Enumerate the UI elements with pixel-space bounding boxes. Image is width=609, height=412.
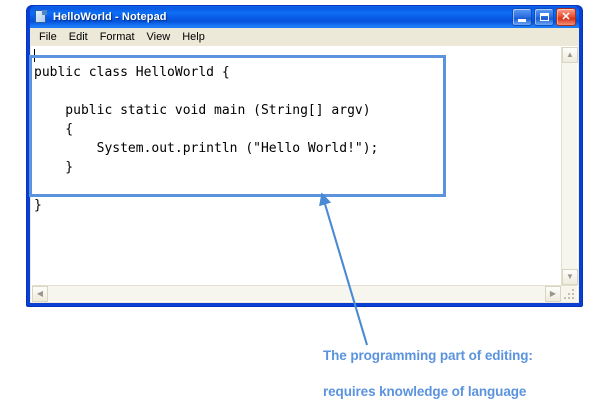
title-bar[interactable]: HelloWorld - Notepad ✕ [30, 6, 579, 28]
minimize-button[interactable] [512, 8, 532, 26]
minimize-icon [518, 19, 526, 22]
scroll-left-icon[interactable]: ◀ [32, 286, 48, 302]
vertical-scrollbar[interactable]: ▲ ▼ [561, 47, 578, 285]
horizontal-scrollbar[interactable]: ◀ ▶ [32, 285, 561, 302]
caption-line-1: The programming part of editing: [323, 348, 533, 363]
scroll-right-icon[interactable]: ▶ [545, 286, 561, 302]
menu-item-view[interactable]: View [146, 31, 171, 43]
menu-item-edit[interactable]: Edit [68, 31, 88, 43]
window-title: HelloWorld - Notepad [53, 11, 167, 23]
maximize-icon [539, 13, 549, 21]
maximize-button[interactable] [534, 8, 554, 26]
scroll-down-icon[interactable]: ▼ [562, 269, 578, 285]
close-button[interactable]: ✕ [556, 8, 576, 26]
annotation-caption: The programming part of editing: require… [323, 338, 603, 410]
menu-item-file[interactable]: File [39, 31, 57, 43]
menu-item-format[interactable]: Format [99, 31, 135, 43]
edit-row: public class HelloWorld { public static … [32, 47, 578, 285]
scroll-up-icon[interactable]: ▲ [562, 47, 578, 63]
menu-bar: File Edit Format View Help [31, 28, 578, 46]
text-editor-area[interactable]: public class HelloWorld { public static … [32, 47, 561, 285]
edit-region: public class HelloWorld { public static … [31, 46, 578, 302]
code-content: public class HelloWorld { public static … [34, 65, 379, 213]
notepad-document-icon [34, 10, 48, 24]
notepad-window: HelloWorld - Notepad ✕ File Edit Format … [26, 5, 583, 307]
close-icon: ✕ [561, 10, 571, 23]
resize-grip-icon[interactable] [561, 285, 577, 302]
text-caret [34, 49, 35, 62]
caption-line-2: requires knowledge of language [323, 384, 527, 399]
horizontal-scrollbar-row: ◀ ▶ [32, 285, 577, 302]
window-controls: ✕ [512, 8, 577, 26]
client-area: File Edit Format View Help public class … [30, 28, 579, 303]
menu-item-help[interactable]: Help [182, 31, 205, 43]
